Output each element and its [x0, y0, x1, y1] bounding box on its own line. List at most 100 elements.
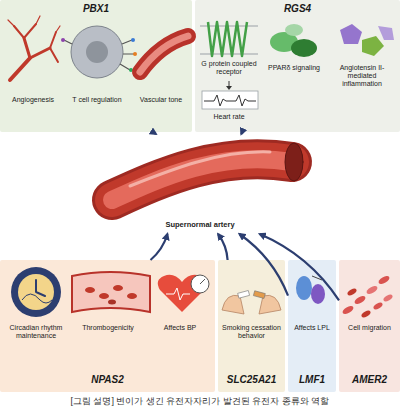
lpl-icon [296, 276, 325, 304]
role-label: Cell migration [341, 324, 398, 332]
thrombosis-icon-part [113, 285, 123, 291]
t-cell-icon-part [129, 68, 133, 72]
angiotensin-icon-part [362, 36, 384, 56]
lpl-icon-part [312, 276, 322, 280]
role-label: Thrombogenicity [70, 324, 146, 332]
clock-icon-part [36, 280, 45, 296]
smoking-icon-part [259, 295, 281, 314]
lpl-icon-part [296, 276, 312, 300]
clock-icon [11, 267, 61, 317]
thrombosis-icon-part [108, 300, 116, 305]
t-cell-icon-part [64, 40, 134, 70]
angiogenesis-icon [8, 16, 60, 80]
blood-pressure-icon [158, 275, 209, 312]
smoking-icon-part [238, 291, 250, 299]
angiotensin-icon [340, 24, 394, 56]
blood-pressure-icon-part [166, 288, 190, 300]
t-cell-icon-part [71, 26, 123, 78]
role-label: Supernormal artery [95, 221, 305, 229]
cell-migration-icon-part [346, 287, 357, 296]
gene-title: RGS4 [195, 3, 400, 15]
role-label: Circadian rhythm maintenance [4, 324, 68, 340]
heart-rate-icon-part [202, 91, 258, 109]
curved-arrow [241, 132, 243, 134]
smoking-icon [222, 291, 281, 314]
blood-pressure-icon-part [200, 279, 205, 284]
t-cell-icon-part [61, 38, 65, 42]
cell-migration-icon-part [353, 294, 366, 305]
gene-title: NPAS2 [0, 374, 215, 386]
ppar-icon-part [270, 32, 298, 52]
heart-rate-icon-part [229, 81, 230, 88]
angiotensin-icon-part [340, 24, 362, 44]
role-label: Vascular tone [130, 96, 192, 104]
role-label: Affects LPL [290, 324, 334, 332]
rgs4-panel: RGS4 G protein coupled receptorHeart rate… [195, 0, 400, 132]
gene-title: SLC25A21 [218, 374, 285, 386]
artery-icon-part [112, 159, 292, 200]
smoking-icon-part [253, 291, 265, 299]
gpcr-icon-part [200, 26, 258, 54]
blood-pressure-icon-part [191, 275, 209, 293]
npas2-panel: Circadian rhythm maintenanceThrombogenic… [0, 260, 215, 392]
role-label: PPARδ signaling [263, 64, 325, 72]
thrombosis-icon-part [72, 272, 150, 312]
curved-arrow [239, 234, 288, 296]
smoking-icon-part [222, 295, 244, 314]
angiogenesis-icon-part [24, 38, 50, 58]
artery-icon-part [112, 159, 292, 200]
clock-icon-part [11, 267, 61, 317]
t-cell-icon-part [86, 41, 108, 63]
figure-caption: [그림 설명] 변이가 생긴 유전자자리가 발견된 유전자 종류와 역할 [0, 395, 400, 407]
thrombosis-icon [72, 272, 150, 312]
thrombosis-icon-part [127, 293, 137, 299]
cell-migration-icon [341, 274, 393, 318]
gene-title: LMF1 [288, 374, 336, 386]
curved-arrow [218, 234, 228, 260]
vascular-tone-icon-part [140, 36, 188, 72]
artery-icon-part [112, 159, 292, 200]
gene-title: AMER2 [339, 374, 400, 386]
pbx1-panel: PBX1AngiogenesisT cell regulationVascula… [0, 0, 192, 132]
clock-icon-part [22, 294, 52, 303]
cell-migration-icon-part [341, 304, 354, 315]
vascular-tone-icon [140, 36, 188, 72]
cell-migration-icon-part [365, 284, 378, 295]
gpcr-icon [200, 22, 258, 56]
role-label: Heart rate [197, 113, 261, 121]
thrombosis-icon-part [99, 293, 109, 299]
curved-arrow [260, 234, 339, 300]
slc25a21-panel: Smoking cessation behaviorSLC25A21 [218, 260, 285, 392]
t-cell-icon [61, 26, 137, 78]
role-label: Angiotensin II- mediated inflammation [327, 64, 397, 88]
curved-arrow [151, 234, 168, 260]
role-label: Smoking cessation behavior [220, 324, 283, 340]
artery-icon-part [285, 143, 303, 181]
role-label: T cell regulation [64, 96, 130, 104]
role-label: Affects BP [148, 324, 212, 332]
artery-node: Supernormal artery [95, 134, 305, 234]
artery-icon [112, 143, 303, 200]
amer2-panel: Cell migrationAMER2 [339, 260, 400, 392]
role-label: Angiogenesis [2, 96, 64, 104]
curved-arrow [154, 132, 156, 134]
ppar-icon [270, 24, 317, 57]
clock-icon-part [18, 274, 54, 310]
angiotensin-icon-part [378, 26, 394, 40]
lmf1-panel: Affects LPL LMF1 [288, 260, 336, 392]
angiogenesis-icon-part [14, 24, 58, 62]
vascular-tone-icon-part [140, 36, 188, 72]
role-label: G protein coupled receptor [197, 60, 261, 76]
cell-migration-icon-part [360, 309, 371, 318]
gene-title: PBX1 [0, 3, 192, 15]
heart-rate-icon-part [204, 95, 256, 106]
t-cell-icon-part [133, 52, 137, 56]
thrombosis-icon-part [85, 287, 95, 293]
angiogenesis-icon-part [10, 58, 30, 80]
blood-pressure-icon-part [158, 275, 207, 312]
cell-migration-icon-part [382, 293, 393, 302]
t-cell-icon-part [131, 38, 135, 42]
